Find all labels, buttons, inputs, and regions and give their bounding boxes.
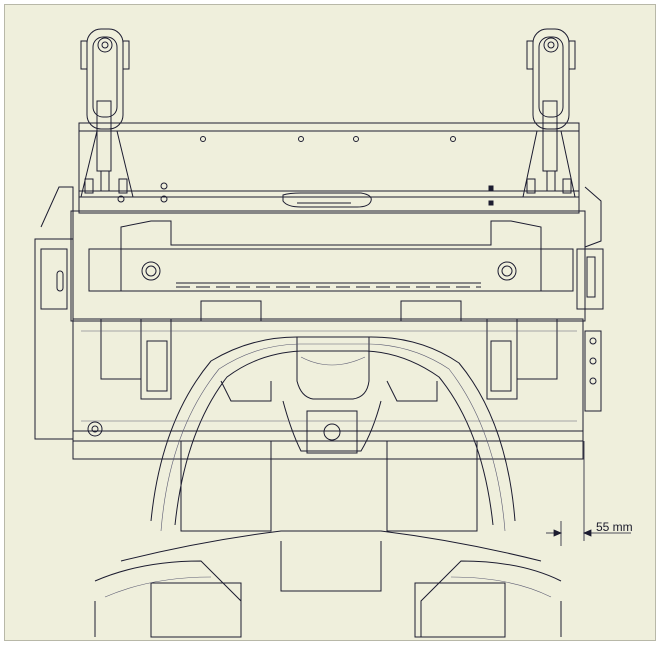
logo-emboss [282,192,372,208]
dimension-55mm [546,441,631,546]
top-panel [78,122,580,214]
lower-frame [72,300,602,460]
drawing-viewport[interactable]: 55 mm [4,4,656,641]
chassis-shell [94,336,562,638]
cad-drawing [5,5,655,640]
drawing-background [5,5,655,640]
right-caster-assembly [522,28,576,198]
dimension-label: 55 mm [596,520,633,534]
